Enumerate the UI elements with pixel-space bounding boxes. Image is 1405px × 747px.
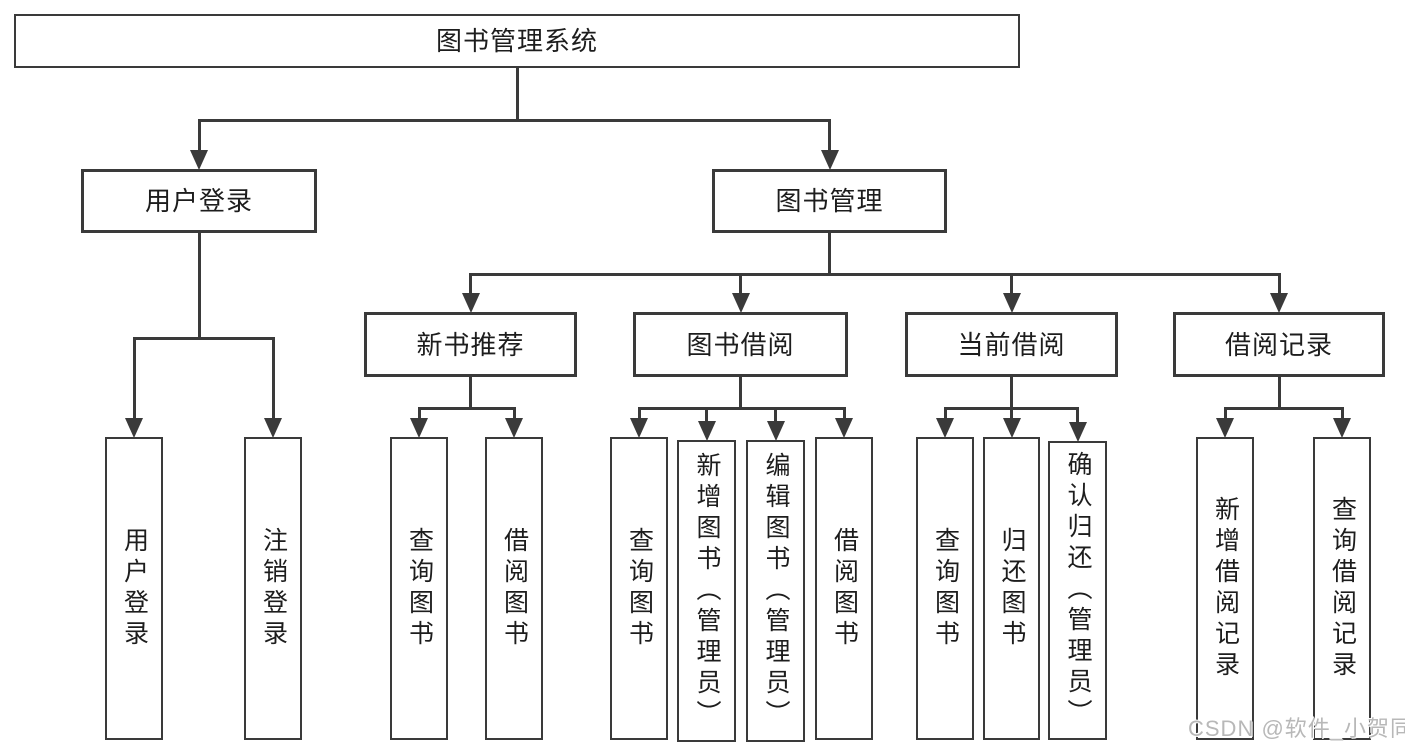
connector-vline [1277,273,1281,295]
node-book-borrowing: 图书借阅 [633,312,848,377]
connector-vline [197,232,201,340]
connector-vline [637,407,641,420]
node-system-root: 图书管理系统 [14,14,1020,68]
connector-hline [132,337,275,340]
node-user-login-module: 用户登录 [81,169,317,233]
node-label-book-management-module: 图书管理 [775,186,884,216]
connector-vline [1010,376,1013,410]
connector-vline [271,337,275,420]
arrowhead-down-icon [731,293,750,313]
arrowhead-down-icon [1068,422,1087,442]
node-leaf-query-books-3: 查询图书 [916,437,974,740]
arrowhead-down-icon [630,418,648,438]
node-leaf-add-borrow-record: 新增借阅记录 [1196,437,1254,740]
node-current-borrowing: 当前借阅 [905,312,1118,377]
node-label-leaf-edit-books: 编辑图书（管理员） [762,451,790,731]
node-leaf-edit-books: 编辑图书（管理员） [746,440,805,742]
node-label-book-borrowing: 图书借阅 [686,329,795,360]
arrowhead-down-icon [766,421,785,441]
connector-vline [469,273,472,295]
connector-vline [512,407,516,420]
node-leaf-borrow-books-2: 借阅图书 [815,437,873,740]
node-label-user-login-module: 用户登录 [144,186,253,216]
node-new-book-recommend: 新书推荐 [364,312,577,377]
arrowhead-down-icon [410,418,428,438]
node-label-leaf-confirm-return: 确认归还（管理员） [1064,451,1092,730]
node-label-leaf-add-borrow-record: 新增借阅记录 [1211,495,1240,682]
node-leaf-query-borrow-record: 查询借阅记录 [1313,437,1371,740]
connector-vline [842,407,846,420]
node-label-leaf-borrow-books-1: 借阅图书 [500,526,529,651]
arrowhead-down-icon [835,418,853,438]
node-label-system-root: 图书管理系统 [435,26,598,56]
node-label-leaf-user-login: 用户登录 [120,526,149,651]
arrowhead-down-icon [461,293,480,313]
connector-vline [828,119,831,152]
connector-vline [739,376,742,410]
connector-vline [1277,376,1281,410]
node-leaf-add-books: 新增图书（管理员） [677,440,736,742]
connector-vline [1076,407,1079,424]
node-label-leaf-add-books: 新增图书（管理员） [693,451,721,731]
arrowhead-down-icon [820,150,839,170]
arrowhead-down-icon [1270,293,1288,313]
arrowhead-down-icon [125,418,143,438]
connector-vline [705,407,708,423]
node-leaf-borrow-books-1: 借阅图书 [485,437,543,740]
arrowhead-down-icon [1333,418,1351,438]
node-leaf-confirm-return: 确认归还（管理员） [1048,441,1107,740]
connector-vline [828,232,831,276]
node-leaf-user-login: 用户登录 [105,437,163,740]
connector-vline [515,67,519,122]
node-label-new-book-recommend: 新书推荐 [416,329,525,360]
node-label-current-borrowing: 当前借阅 [957,329,1066,360]
connector-vline [1223,407,1227,420]
arrowhead-down-icon [697,421,716,441]
node-label-leaf-query-books-2: 查询图书 [625,526,654,651]
node-label-leaf-query-borrow-record: 查询借阅记录 [1328,495,1357,682]
arrowhead-down-icon [1002,418,1021,438]
connector-hline [469,273,1281,276]
node-label-borrowing-records: 借阅记录 [1224,329,1333,360]
connector-vline [774,407,777,423]
arrowhead-down-icon [1216,418,1234,438]
connector-vline [1010,407,1013,420]
connector-hline [197,119,831,122]
node-leaf-logout: 注销登录 [244,437,302,740]
arrowhead-down-icon [190,150,208,170]
node-label-leaf-query-books-3: 查询图书 [931,526,960,651]
connector-hline [417,407,516,410]
connector-hline [637,407,846,410]
connector-vline [1340,407,1344,420]
connector-vline [417,407,421,420]
node-leaf-return-books: 归还图书 [983,437,1040,740]
arrowhead-down-icon [264,418,282,438]
arrowhead-down-icon [505,418,523,438]
connector-vline [739,273,742,295]
node-borrowing-records: 借阅记录 [1173,312,1385,377]
connector-vline [1010,273,1013,295]
node-book-management-module: 图书管理 [712,169,947,233]
watermark-text: CSDN @软件_小贺同学 [1188,716,1405,741]
node-leaf-query-books-1: 查询图书 [390,437,448,740]
connector-hline [1223,407,1344,410]
arrowhead-down-icon [1002,293,1021,313]
connector-vline [469,376,472,410]
node-label-leaf-borrow-books-2: 借阅图书 [830,526,859,651]
node-label-leaf-logout: 注销登录 [259,526,288,651]
arrowhead-down-icon [936,418,954,438]
node-label-leaf-return-books: 归还图书 [998,526,1026,651]
node-leaf-query-books-2: 查询图书 [610,437,668,740]
node-label-leaf-query-books-1: 查询图书 [405,526,434,651]
connector-vline [943,407,947,420]
connector-vline [197,119,201,152]
connector-vline [132,337,136,420]
